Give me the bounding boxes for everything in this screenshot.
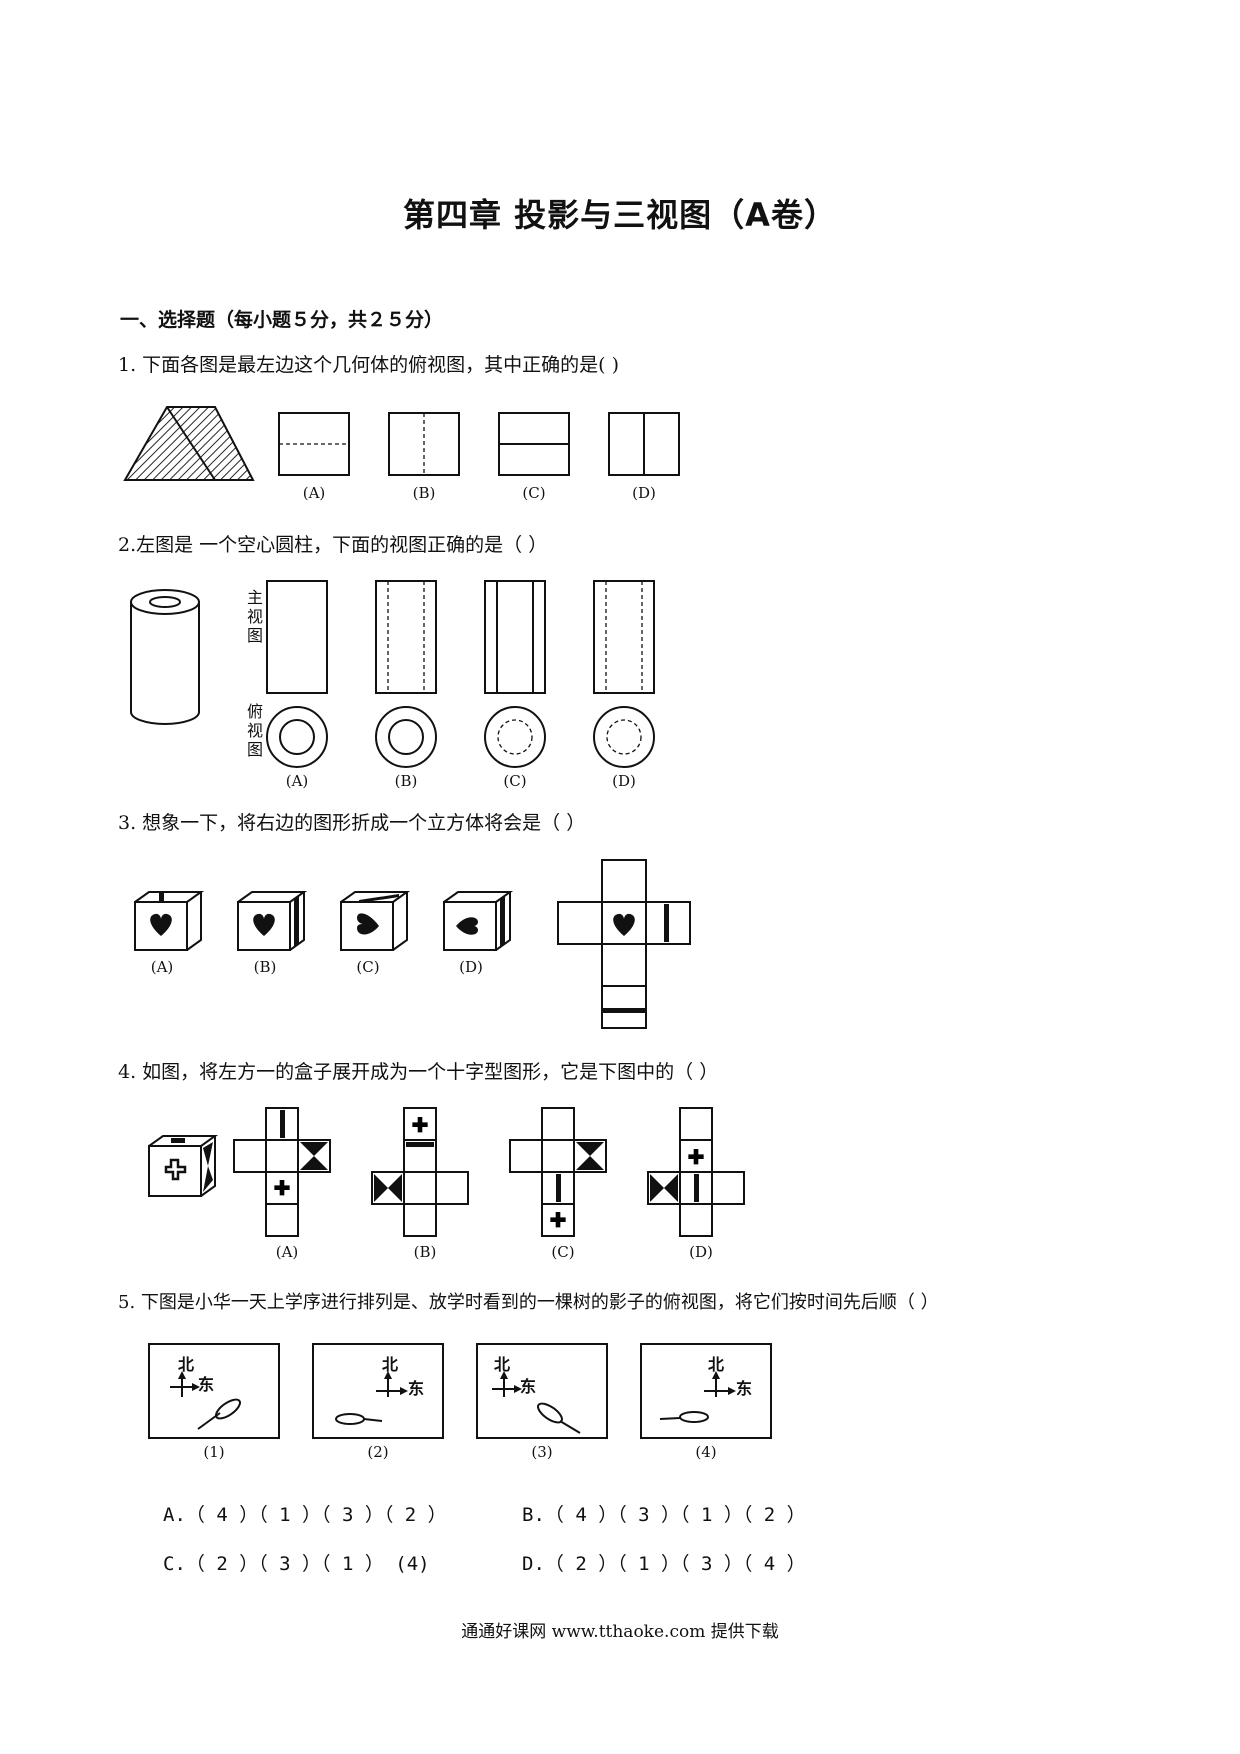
q3-option-d-label: (D) <box>459 958 483 976</box>
q4-option-d-net: ✚ <box>647 1107 745 1237</box>
q1-option-b-figure <box>388 412 460 476</box>
q2-option-d-top <box>593 706 655 768</box>
q5-panel-4-compass-shadow <box>659 1371 736 1423</box>
svg-text:✚: ✚ <box>688 1145 705 1169</box>
svg-text:✚: ✚ <box>274 1176 291 1200</box>
q2-option-c-front <box>484 580 546 694</box>
q5-panel-1-label: (1) <box>203 1443 225 1461</box>
q5-panel-2-north: 北 <box>382 1355 399 1374</box>
q1-solid-figure <box>123 406 255 481</box>
svg-text:✚: ✚ <box>550 1208 567 1232</box>
q4-box-figure <box>148 1135 219 1197</box>
q5-panel-2-label: (2) <box>367 1443 389 1461</box>
q3-option-b-cube <box>237 891 308 951</box>
q5-panel-4: 北 东 <box>640 1343 772 1439</box>
q1-option-d-label: (D) <box>632 484 656 502</box>
q5-answer-b: B.（ 4 ）（ 3 ）（ 1 ）（ 2 ） <box>522 1504 806 1526</box>
q3-option-c-cube <box>340 891 411 951</box>
q2-hollow-cylinder <box>130 589 200 725</box>
q5-panel-2-compass-shadow <box>335 1371 408 1425</box>
q5-panel-3-north: 北 <box>494 1355 511 1374</box>
q1-option-d-figure <box>608 412 680 476</box>
q1-option-a-figure <box>278 412 350 476</box>
q5-panel-1-compass-shadow <box>170 1371 241 1430</box>
question-5-text: 5. 下图是小华一天上学序进行排列是、放学时看到的一棵树的影子的俯视图，将它们按… <box>118 1292 939 1313</box>
q1-option-b-label: (B) <box>412 484 436 502</box>
q5-answer-d: D.（ 2 ）（ 1 ）（ 3 ）（ 4 ） <box>522 1553 806 1575</box>
q5-panel-3-label: (3) <box>531 1443 553 1461</box>
q5-panel-3: 北 东 <box>476 1343 608 1439</box>
q5-panel-1-east: 东 <box>198 1375 215 1394</box>
q3-option-a-cube <box>134 891 205 951</box>
q5-panel-1-north: 北 <box>178 1355 195 1374</box>
question-2-text: 2.左图是 一个空心圆柱，下面的视图正确的是（ ） <box>118 534 548 556</box>
q2-option-b-label: (B) <box>394 772 418 790</box>
q5-answer-a: A.（ 4 ）（ 1 ）（ 3 ）（ 2 ） <box>163 1504 447 1526</box>
q5-panel-1: 北 东 <box>148 1343 280 1439</box>
q2-option-d-label: (D) <box>612 772 636 790</box>
q2-option-a-label: (A) <box>285 772 309 790</box>
q4-option-c-label: (C) <box>551 1243 575 1261</box>
q2-front-view-label: 主视图 <box>246 588 263 645</box>
q3-option-d-cube <box>443 891 514 951</box>
q5-panel-4-east: 东 <box>736 1379 753 1398</box>
q5-panel-2: 北 东 <box>312 1343 444 1439</box>
question-1-text: 1. 下面各图是最左边这个几何体的俯视图，其中正确的是( ) <box>118 354 620 376</box>
q3-option-b-label: (B) <box>253 958 277 976</box>
q2-option-d-front <box>593 580 655 694</box>
page-footer: 通通好课网 www.tthaoke.com 提供下载 <box>461 1622 779 1642</box>
q4-option-c-net: ✚ <box>509 1107 607 1237</box>
q2-option-b-top <box>375 706 437 768</box>
q1-option-a-label: (A) <box>302 484 326 502</box>
q5-answer-c: C.（ 2 ）（ 3 ）（ 1 ） (4) <box>163 1553 430 1575</box>
q2-option-c-top <box>484 706 546 768</box>
page-title: 第四章 投影与三视图（A卷） <box>403 196 837 234</box>
q4-option-a-label: (A) <box>275 1243 299 1261</box>
question-3-text: 3. 想象一下，将右边的图形折成一个立方体将会是（ ） <box>118 812 586 834</box>
svg-text:✚: ✚ <box>412 1113 429 1137</box>
q1-option-c-label: (C) <box>522 484 546 502</box>
q5-panel-4-north: 北 <box>708 1355 725 1374</box>
q2-option-a-front <box>266 580 328 694</box>
q2-option-a-top <box>266 706 328 768</box>
section-heading: 一、选择题（每小题５分，共２５分） <box>120 309 444 331</box>
q4-option-b-label: (B) <box>413 1243 437 1261</box>
q2-option-c-label: (C) <box>503 772 527 790</box>
q3-option-c-label: (C) <box>356 958 380 976</box>
q5-panel-3-compass-shadow <box>492 1371 581 1434</box>
q5-panel-4-label: (4) <box>695 1443 717 1461</box>
q1-option-c-figure <box>498 412 570 476</box>
q3-option-a-label: (A) <box>150 958 174 976</box>
q4-option-a-net: ✚ <box>233 1107 331 1237</box>
q2-option-b-front <box>375 580 437 694</box>
q4-option-b-net: ✚ <box>371 1107 469 1237</box>
q4-option-d-label: (D) <box>689 1243 713 1261</box>
q2-top-view-label: 俯视图 <box>246 702 263 759</box>
q5-panel-3-east: 东 <box>520 1377 537 1396</box>
q3-cube-net <box>557 859 691 1029</box>
q5-panel-2-east: 东 <box>408 1379 425 1398</box>
question-4-text: 4. 如图，将左方一的盒子展开成为一个十字型图形，它是下图中的（ ） <box>118 1061 719 1083</box>
